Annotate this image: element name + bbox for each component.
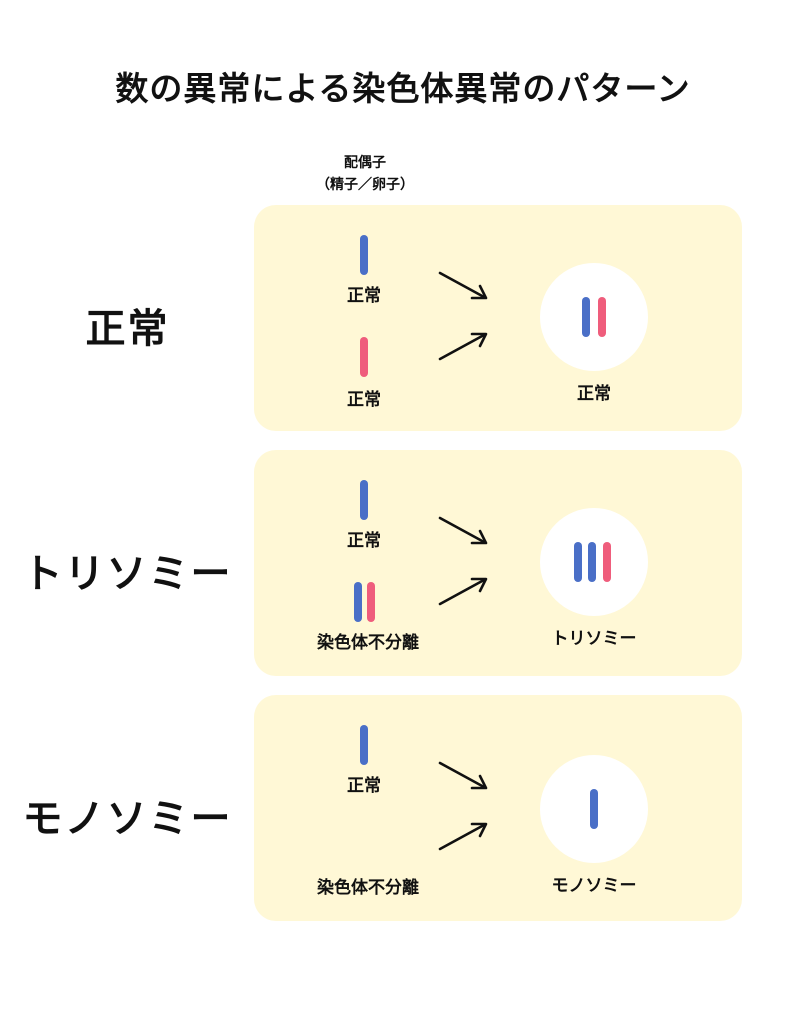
row-label-monosomy: モノソミー — [22, 796, 233, 842]
result-chromosome-pink — [598, 297, 606, 337]
gamete-top-chromosome-blue — [360, 725, 368, 765]
arrow-up-right-icon — [438, 332, 488, 361]
page-title: 数の異常による染色体異常のパターン — [115, 69, 691, 108]
panel-trisomy: 正常 染色体不分離 トリソミー — [254, 450, 742, 676]
arrow-down-right-icon — [438, 761, 488, 790]
gamete-top-label: 正常 — [347, 286, 381, 306]
arrow-down-right-icon — [438, 516, 488, 545]
arrow-up-right-icon — [438, 822, 488, 851]
result-chromosome-blue — [574, 542, 582, 582]
gamete-bottom-chromosome-pink — [367, 582, 375, 622]
gamete-bottom-label: 正常 — [347, 390, 381, 410]
result-label: モノソミー — [551, 876, 637, 896]
result-label: 正常 — [577, 384, 611, 404]
result-circle — [540, 755, 648, 863]
result-chromosome-blue — [590, 789, 598, 829]
result-chromosome-blue — [588, 542, 596, 582]
gamete-bottom-chromosome-blue — [354, 582, 362, 622]
result-chromosome-blue — [582, 297, 590, 337]
gamete-header-line2: （精子／卵子） — [316, 177, 414, 193]
row-label-trisomy: トリソミー — [22, 551, 233, 597]
arrow-up-right-icon — [438, 577, 488, 606]
result-chromosome-pink — [603, 542, 611, 582]
gamete-bottom-label: 染色体不分離 — [317, 633, 419, 653]
gamete-bottom-label: 染色体不分離 — [317, 878, 419, 898]
result-circle — [540, 263, 648, 371]
gamete-top-chromosome-blue — [360, 235, 368, 275]
row-label-normal: 正常 — [85, 306, 170, 352]
gamete-top-label: 正常 — [347, 776, 381, 796]
arrow-down-right-icon — [438, 271, 488, 300]
gamete-top-chromosome-blue — [360, 480, 368, 520]
gamete-top-label: 正常 — [347, 531, 381, 551]
panel-normal: 正常 正常 正常 — [254, 205, 742, 431]
result-label: トリソミー — [551, 629, 637, 649]
gamete-bottom-chromosome-pink — [360, 337, 368, 377]
result-circle — [540, 508, 648, 616]
panel-monosomy: 正常 染色体不分離 モノソミー — [254, 695, 742, 921]
gamete-header-line1: 配偶子 — [344, 155, 386, 171]
